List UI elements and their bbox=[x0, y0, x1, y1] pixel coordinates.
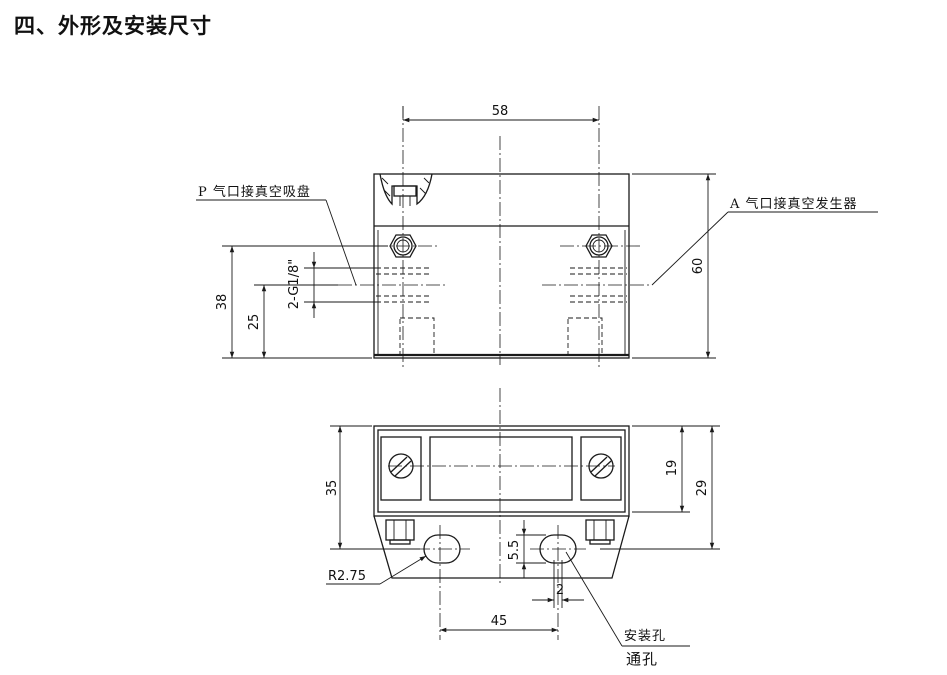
dim-5-5: 5.5 bbox=[507, 540, 522, 561]
dim-60: 60 bbox=[691, 258, 706, 275]
label-mount-hole: 安装孔 bbox=[624, 629, 666, 644]
top-center-window bbox=[429, 436, 573, 501]
front-dimensions: 58 60 38 25 2-G1/8" bbox=[196, 104, 878, 359]
front-view bbox=[330, 106, 652, 370]
top-view bbox=[373, 388, 630, 640]
hidden-bores bbox=[376, 267, 627, 356]
dim-19: 19 bbox=[665, 460, 680, 477]
top-cutaway-detail bbox=[379, 173, 433, 206]
right-nut bbox=[585, 519, 615, 545]
page-title: 四、外形及安装尺寸 bbox=[14, 14, 212, 38]
label-through-hole: 通孔 bbox=[626, 650, 658, 668]
dim-35: 35 bbox=[325, 480, 340, 497]
dim-38: 38 bbox=[215, 294, 230, 311]
mounting-flange bbox=[373, 515, 630, 579]
label-a-port: A 气口接真空发生器 bbox=[729, 196, 858, 212]
dim-29: 29 bbox=[695, 480, 710, 497]
top-body-outline bbox=[373, 425, 630, 517]
dim-58: 58 bbox=[492, 104, 509, 119]
label-p-port: P 气口接真空吸盘 bbox=[198, 184, 311, 200]
top-dimensions: 35 19 29 5.5 2 45 R2.75 bbox=[325, 425, 720, 647]
dim-thread: 2-G1/8" bbox=[287, 259, 302, 309]
left-nut bbox=[385, 519, 415, 545]
dim-25: 25 bbox=[247, 314, 262, 331]
dim-2: 2 bbox=[556, 583, 564, 598]
front-body-outline bbox=[373, 173, 630, 359]
dim-r2-75: R2.75 bbox=[328, 569, 366, 584]
dim-45: 45 bbox=[491, 614, 508, 629]
